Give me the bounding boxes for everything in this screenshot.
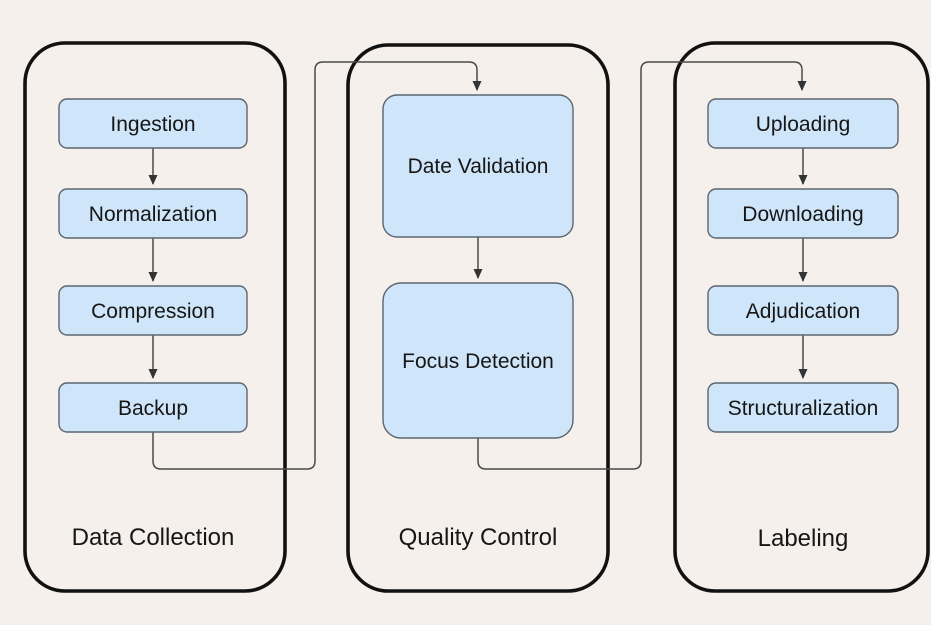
node-normalization[interactable]: Normalization	[58, 188, 248, 239]
node-ingestion-label: Ingestion	[110, 113, 195, 136]
node-downloading[interactable]: Downloading	[707, 188, 899, 239]
node-ingestion[interactable]: Ingestion	[58, 98, 248, 149]
node-uploading-label: Uploading	[756, 113, 851, 136]
node-focus-detection-label: Focus Detection	[402, 350, 554, 373]
group-container-data-collection[interactable]	[23, 41, 287, 593]
edge-backup-datevalidation	[152, 61, 482, 470]
node-uploading[interactable]: Uploading	[707, 98, 899, 149]
node-adjudication-label: Adjudication	[746, 300, 860, 323]
node-downloading-label: Downloading	[742, 203, 863, 226]
node-date-validation-label: Date Validation	[408, 155, 549, 178]
group-label-labeling: Labeling	[758, 525, 849, 552]
node-structuralization-label: Structuralization	[728, 397, 879, 420]
node-normalization-label: Normalization	[89, 203, 217, 226]
node-date-validation[interactable]: Date Validation	[382, 94, 574, 238]
node-structuralization[interactable]: Structuralization	[707, 382, 899, 433]
group-container-labeling[interactable]	[673, 41, 930, 593]
group-container-quality-control[interactable]	[346, 43, 610, 593]
node-compression-label: Compression	[91, 300, 215, 323]
node-focus-detection[interactable]: Focus Detection	[382, 282, 574, 439]
group-label-quality-control: Quality Control	[399, 524, 558, 551]
edge-focusdetection-uploading	[477, 61, 807, 470]
node-backup-label: Backup	[118, 397, 188, 420]
node-adjudication[interactable]: Adjudication	[707, 285, 899, 336]
group-label-data-collection: Data Collection	[72, 524, 235, 551]
node-backup[interactable]: Backup	[58, 382, 248, 433]
node-compression[interactable]: Compression	[58, 285, 248, 336]
